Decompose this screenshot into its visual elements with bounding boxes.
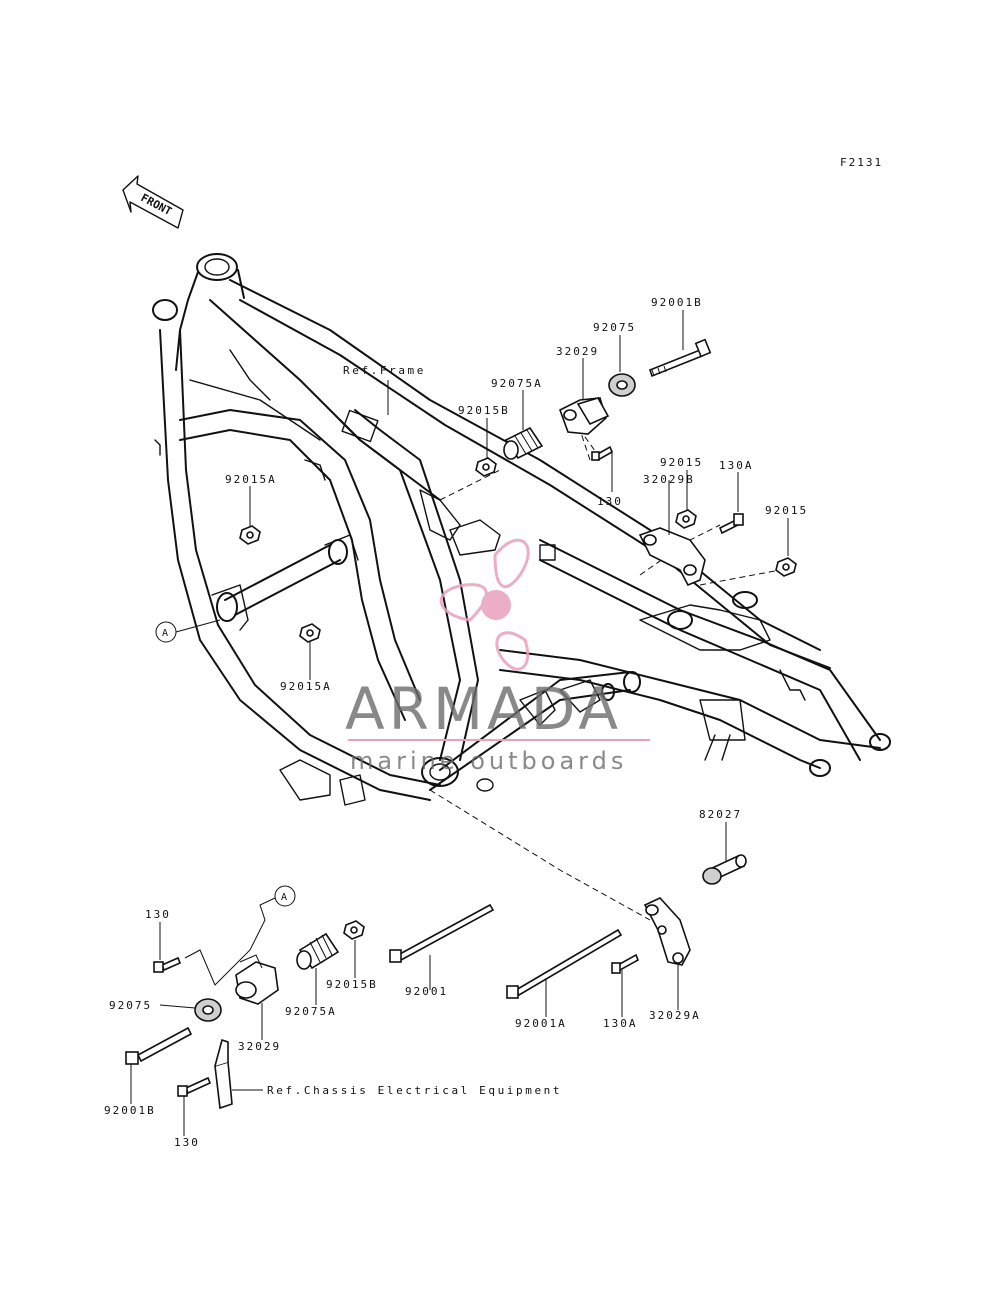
label-92001A: 92001A [515,1017,567,1030]
label-92015-mid: 92015 [660,456,703,469]
nut-92015A-upper[interactable] [239,525,261,545]
label-130A-bottom: 130A [603,1017,638,1030]
nut-92015-right[interactable] [775,557,797,577]
ref-electrical-label: Ref.Chassis Electrical Equipment [267,1084,562,1097]
assembly-guide-lines [429,429,781,921]
bolt-130-bottom[interactable] [177,1076,212,1097]
spacer-82027[interactable] [702,854,747,885]
label-92001B-top: 92001B [651,296,703,309]
bolt-130A-lower[interactable] [611,953,640,974]
label-92015-right: 92015 [765,504,808,517]
label-32029-top: 32029 [556,345,599,358]
bushing-92075-lower[interactable] [194,998,222,1022]
bracket-32029-upper[interactable] [559,397,610,435]
label-92075-bl: 92075 [109,999,152,1012]
bolt-130-upper[interactable] [591,445,614,462]
label-82027: 82027 [699,808,742,821]
label-92001: 92001 [405,985,448,998]
label-130-bottom: 130 [174,1136,200,1149]
figure-code: F2131 [840,156,883,169]
nut-92015B-lower[interactable] [343,920,365,940]
label-92075A-bl: 92075A [285,1005,337,1018]
label-92075-top: 92075 [593,321,636,334]
svg-text:A: A [281,892,287,903]
nut-92015-mid[interactable] [675,509,697,529]
plate-32029A[interactable] [643,897,691,966]
leader-lines [130,310,789,1136]
label-130-bl: 130 [145,908,171,921]
bushing-92075-upper[interactable] [608,373,636,397]
bolt-92001B-upper[interactable] [649,338,712,378]
label-92015A-lower: 92015A [280,680,332,693]
label-130-top: 130 [597,495,623,508]
electrical-bracket[interactable] [214,1038,233,1110]
label-32029A: 32029A [649,1009,701,1022]
frame-drawing [152,253,891,806]
label-92015B-top: 92015B [458,404,510,417]
label-92001B-bl: 92001B [104,1104,156,1117]
label-92015A-upper: 92015A [225,473,277,486]
plate-32029B[interactable] [638,527,706,587]
watermark-brand: ARMADA [345,675,622,743]
bolt-130A-upper[interactable] [718,513,744,535]
bracket-32029-lower[interactable] [235,954,279,1005]
label-92075A-top: 92075A [491,377,543,390]
bolt-92001B-lower[interactable] [125,1026,193,1065]
svg-text:A: A [162,628,168,639]
label-130A-top: 130A [719,459,754,472]
label-32029-bl: 32029 [238,1040,281,1053]
nut-92015A-lower[interactable] [299,623,321,643]
part-labels: Ref.Frame 92001B 92075 32029 92075A 9201… [104,296,808,1149]
callout-a-lower: A [184,885,296,986]
nut-92015B-upper[interactable] [475,457,497,477]
armada-watermark: ARMADA marine outboards [345,538,650,775]
front-arrow-icon: FRONT [122,175,184,229]
watermark-tagline: marine outboards [350,747,627,775]
bolt-92001[interactable] [389,903,495,963]
ref-frame-label: Ref.Frame [343,364,426,377]
bolt-130-left[interactable] [153,956,182,973]
rubber-bushing-92075A-lower[interactable] [296,932,340,970]
callout-a-upper: A [155,619,221,643]
propeller-logo-icon [439,538,530,671]
bolt-92001A[interactable] [506,928,623,999]
rubber-bushing-92075A-upper[interactable] [503,426,544,460]
label-92015B-bl: 92015B [326,978,378,991]
label-32029B: 32029B [643,473,695,486]
